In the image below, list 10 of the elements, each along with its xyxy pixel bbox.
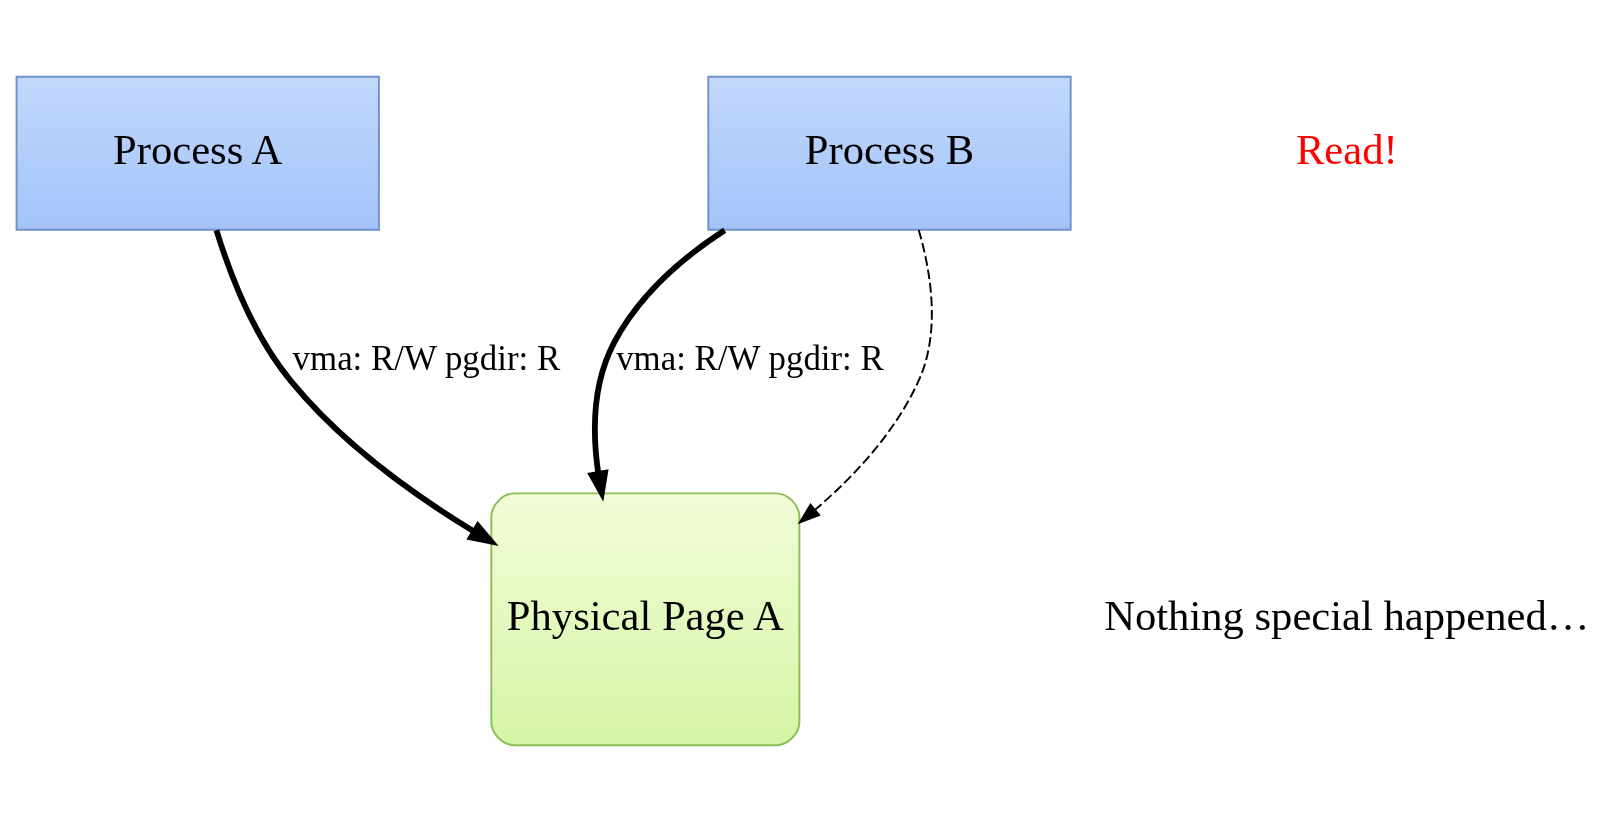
edge-label: vma: R/W pgdir: R <box>292 339 561 379</box>
arrow <box>213 229 499 547</box>
node-box: Process A <box>15 75 380 231</box>
label: Nothing special happened… <box>1104 592 1590 640</box>
arrow <box>797 228 933 525</box>
node-box: Process B <box>707 75 1072 231</box>
node-box: Physical Page A <box>490 492 801 747</box>
edge-label: vma: R/W pgdir: R <box>616 339 884 379</box>
label: Read! <box>1295 126 1398 174</box>
arrow <box>587 227 727 502</box>
